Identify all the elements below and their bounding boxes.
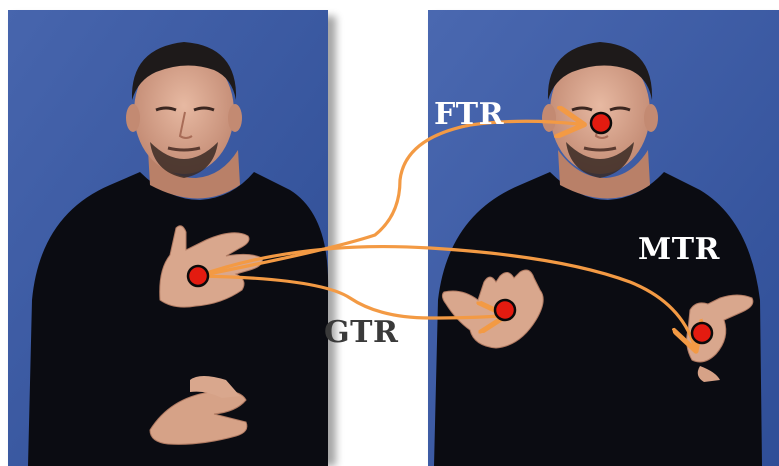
- gtr-arrow: [196, 274, 500, 318]
- mtr-label: MTR: [638, 232, 721, 267]
- mtr-arrow: [196, 244, 694, 345]
- ftr-label: FTR: [434, 97, 505, 132]
- nose-point-icon: [589, 111, 613, 135]
- left-signer-torso: [28, 172, 329, 466]
- open-hand-point-icon: [493, 298, 517, 322]
- right-signer-torso: [434, 172, 762, 466]
- right-photo-panel: [428, 10, 779, 466]
- left-photo-panel: [8, 10, 336, 466]
- transition-arrows: [196, 121, 694, 345]
- right-signer-hair: [547, 42, 653, 100]
- left-signer-hair: [131, 42, 237, 100]
- gtr-label: GTR: [324, 315, 399, 350]
- chest-hand-point-icon: [186, 264, 210, 288]
- right-hand-point-icon: [690, 321, 714, 345]
- left-signer-chest-hand: [159, 225, 263, 308]
- keypoints: [186, 111, 714, 345]
